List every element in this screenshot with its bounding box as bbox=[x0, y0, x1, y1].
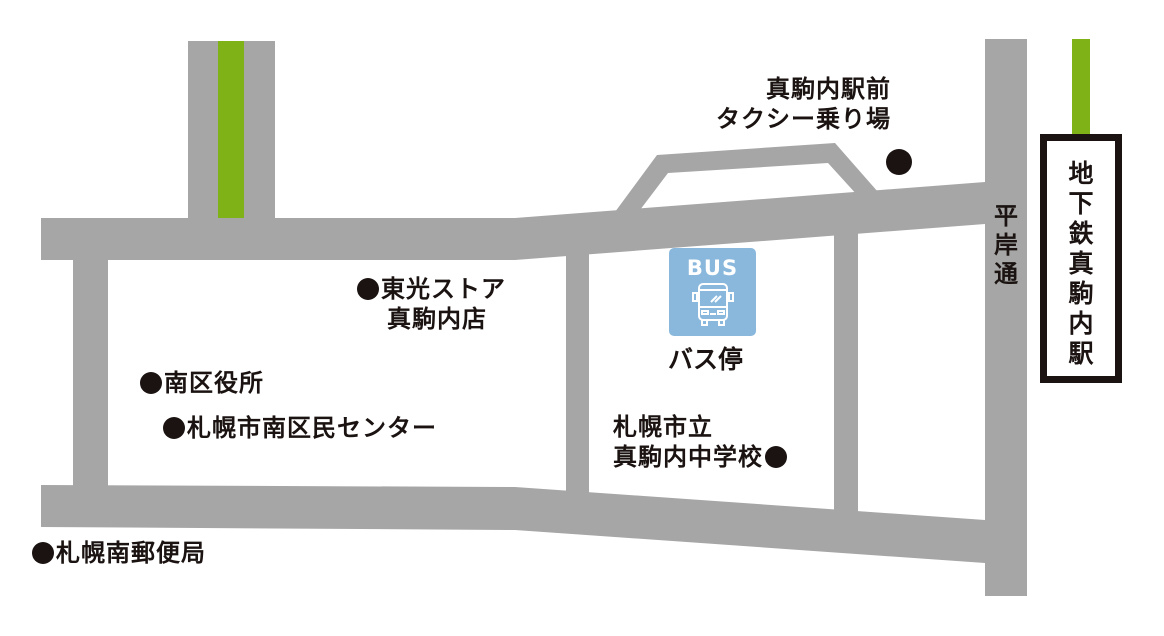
bus-stop-label: バス停 bbox=[668, 345, 744, 374]
subway-line-station bbox=[1072, 39, 1090, 136]
road-name-hiragishi: 平岸通 bbox=[994, 202, 1018, 288]
station-name: 地下鉄真駒内駅 bbox=[1068, 159, 1094, 368]
marker-dot-icon bbox=[765, 446, 787, 468]
road-taxi-loop bbox=[615, 143, 878, 212]
road-main-north bbox=[41, 182, 985, 260]
marker-dot-icon bbox=[32, 542, 54, 564]
landmark-label: 南区役所 bbox=[164, 369, 264, 397]
subway-station-makomanai: 地下鉄真駒内駅 bbox=[1040, 134, 1122, 383]
landmark-toko-store: 東光ストア 真駒内店 bbox=[357, 274, 506, 334]
bus-icon bbox=[691, 283, 734, 326]
landmark-label-line2: タクシー乗り場 bbox=[716, 105, 891, 133]
marker-dot-icon bbox=[163, 417, 185, 439]
landmark-label: 札幌市南区民センター bbox=[187, 414, 437, 442]
road-mid-2 bbox=[834, 220, 858, 520]
marker-dot-icon bbox=[140, 372, 162, 394]
bus-badge-text: BUS bbox=[686, 256, 739, 280]
landmark-label: 札幌南郵便局 bbox=[56, 539, 206, 567]
road-west bbox=[73, 250, 108, 495]
landmark-label-line2: 真駒内店 bbox=[387, 305, 487, 333]
marker-dot-icon bbox=[357, 278, 379, 300]
landmark-marker-taxi bbox=[886, 149, 912, 175]
landmark-label-line2: 真駒内中学校 bbox=[613, 443, 763, 471]
landmark-label-line1: 真駒内駅前 bbox=[766, 75, 891, 103]
landmark-label-line1: 東光ストア bbox=[381, 275, 506, 303]
landmark-minami-civic-center: 札幌市南区民センター bbox=[163, 413, 437, 443]
road-main-south bbox=[41, 485, 985, 563]
landmark-label-line1: 札幌市立 bbox=[613, 413, 713, 441]
landmark-post-office: 札幌南郵便局 bbox=[32, 538, 206, 568]
landmark-taxi-stand: 真駒内駅前 タクシー乗り場 bbox=[716, 74, 891, 134]
road-mid-1 bbox=[566, 240, 589, 498]
bus-stop-sign: BUS bbox=[669, 248, 756, 336]
road-hiragishi-dori bbox=[985, 39, 1027, 596]
subway-line-north bbox=[218, 41, 244, 218]
landmark-minami-ward-office: 南区役所 bbox=[140, 368, 264, 398]
landmark-junior-high-school: 札幌市立 真駒内中学校 bbox=[613, 412, 789, 472]
